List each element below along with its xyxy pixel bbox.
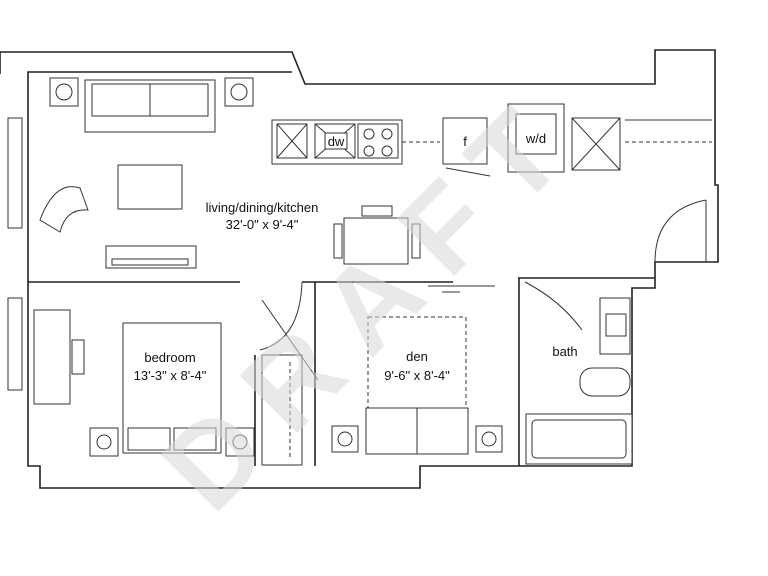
end-table [49, 77, 79, 107]
bath-door-swing [524, 281, 583, 331]
nightstand [89, 427, 119, 457]
dining-chair [411, 223, 421, 259]
room-name-bath: bath [552, 344, 577, 359]
end-table [475, 425, 503, 453]
tv [111, 258, 189, 266]
room-size-den: 9'-6" x 8'-4" [384, 368, 450, 383]
desk-chair [71, 339, 85, 375]
bedroom-door[interactable] [261, 299, 319, 381]
room-size-living: 32'-0" x 9'-4" [226, 217, 299, 232]
toilet [579, 367, 631, 397]
pillow [173, 427, 217, 451]
desk [33, 309, 71, 405]
dining-chair [361, 205, 393, 217]
window-bedroom [7, 297, 23, 391]
end-table [331, 425, 359, 453]
pillow [127, 427, 171, 451]
coffee-table [117, 164, 183, 210]
end-table [224, 77, 254, 107]
bedroom-closet [261, 354, 303, 466]
fridge [442, 117, 488, 165]
room-size-bedroom: 13'-3" x 8'-4" [134, 368, 207, 383]
fridge-label: f [463, 134, 467, 149]
armchair [39, 186, 89, 233]
dining-chair [333, 223, 343, 259]
washer-dryer-label: w/d [525, 131, 546, 146]
window-living [7, 117, 23, 229]
entry-door-swing [654, 199, 707, 263]
room-name-den: den [406, 349, 428, 364]
bedroom-door-swing [259, 281, 303, 351]
nightstand [225, 427, 255, 457]
exterior-wall [0, 49, 719, 489]
bath-sink [605, 313, 627, 337]
room-name-bedroom: bedroom [144, 350, 195, 365]
dining-table [343, 217, 409, 265]
room-name-living: living/dining/kitchen [206, 200, 319, 215]
dishwasher-label: dw [328, 134, 345, 149]
